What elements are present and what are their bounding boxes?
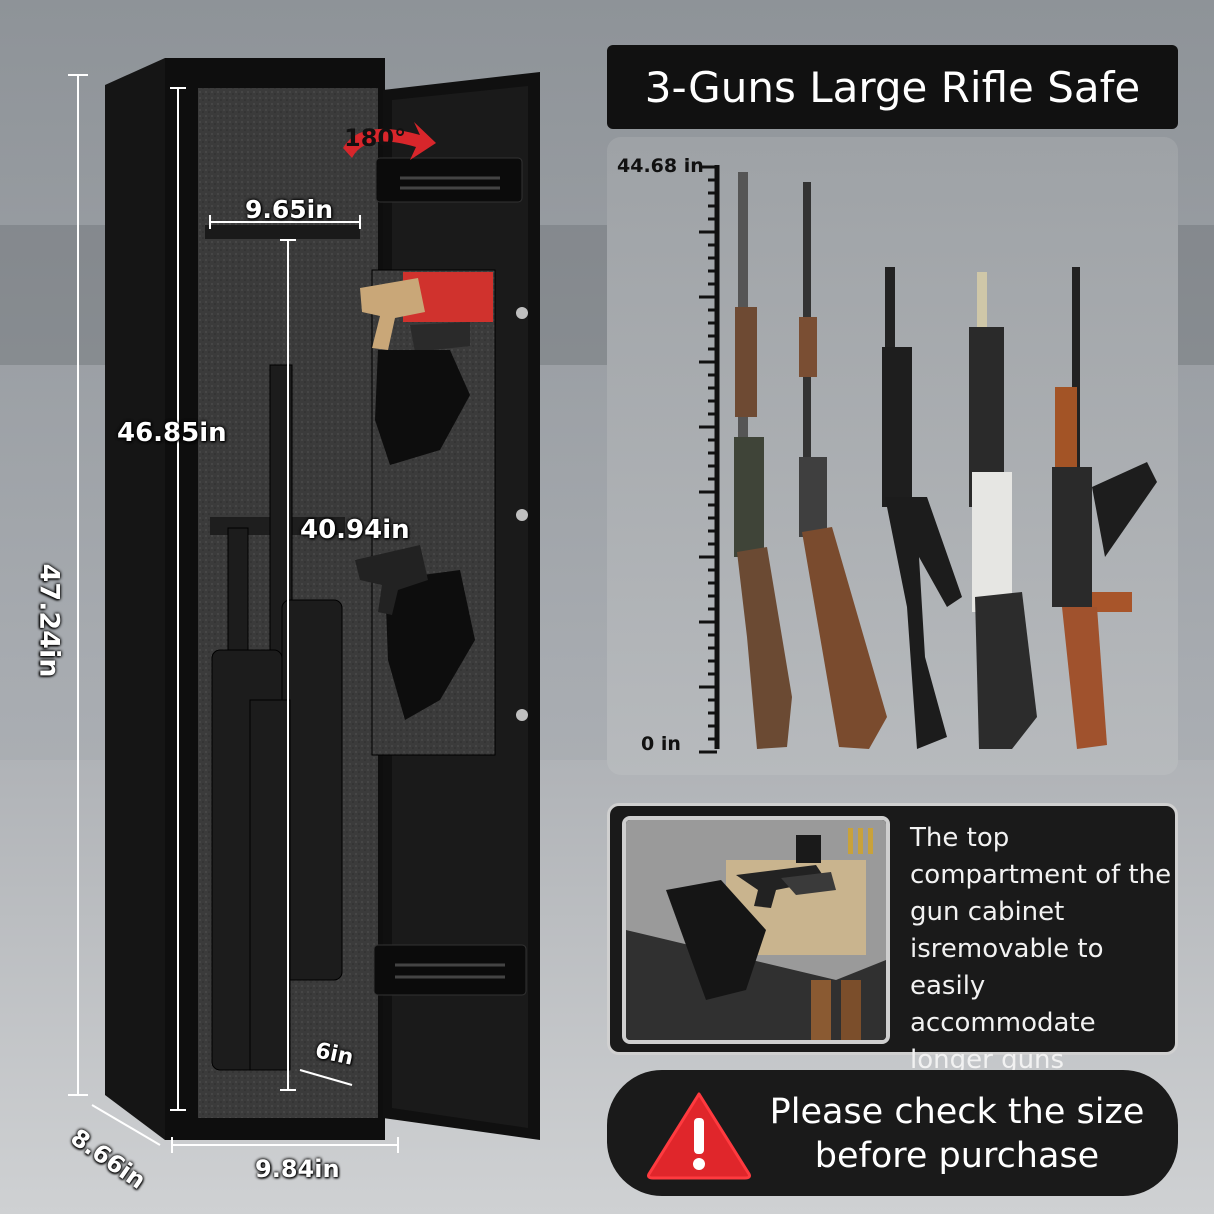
page-title: 3-Guns Large Rifle Safe — [644, 62, 1141, 112]
shelf-height-label: 40.94in — [300, 515, 410, 545]
title-bar: 3-Guns Large Rifle Safe — [607, 45, 1178, 129]
ruler-and-guns-illustration — [699, 165, 1157, 754]
rotation-arrow-icon — [343, 122, 436, 160]
tactical-shotgun — [882, 267, 962, 749]
size-warning-bar: Please check the size before purchase — [607, 1070, 1178, 1196]
pump-shotgun — [734, 172, 792, 749]
scale-top-label: 44.68 in — [617, 155, 704, 177]
info-text: The top compartment of the gun cabinet i… — [910, 823, 1172, 1075]
warning-triangle-icon — [647, 1092, 751, 1180]
rifle-safe-illustration — [68, 58, 540, 1153]
semi-auto-shotgun — [969, 272, 1037, 749]
lever-action-rifle — [799, 182, 887, 749]
total-height-label: 47.24in — [33, 563, 65, 678]
gun-length-scale-panel: 44.68 in 0 in — [607, 137, 1178, 775]
warning-text: Please check the size before purchase — [769, 1092, 1145, 1176]
scale-bottom-label: 0 in — [641, 733, 681, 755]
interior-height-label: 46.85in — [117, 418, 227, 448]
door-rotation-label: 180° — [344, 124, 407, 152]
ak-rifle — [1052, 267, 1157, 749]
top-compartment-photo — [622, 816, 890, 1044]
interior-width-label: 9.65in — [245, 195, 334, 224]
width-label: 9.84in — [255, 1155, 340, 1183]
removable-compartment-info: The top compartment of the gun cabinet i… — [607, 803, 1178, 1075]
